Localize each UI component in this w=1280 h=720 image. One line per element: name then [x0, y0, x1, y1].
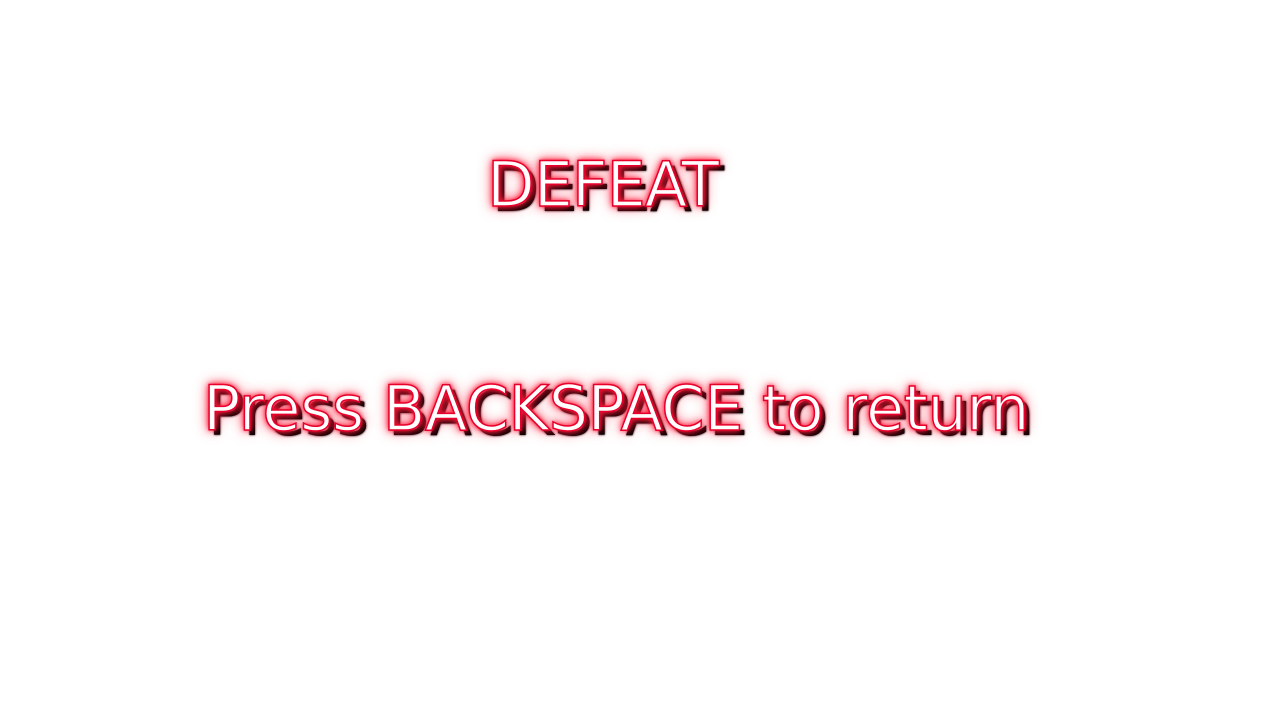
- defeat-title: DEFEAT: [486, 148, 720, 221]
- return-prompt: Press BACKSPACE to return: [202, 372, 1030, 445]
